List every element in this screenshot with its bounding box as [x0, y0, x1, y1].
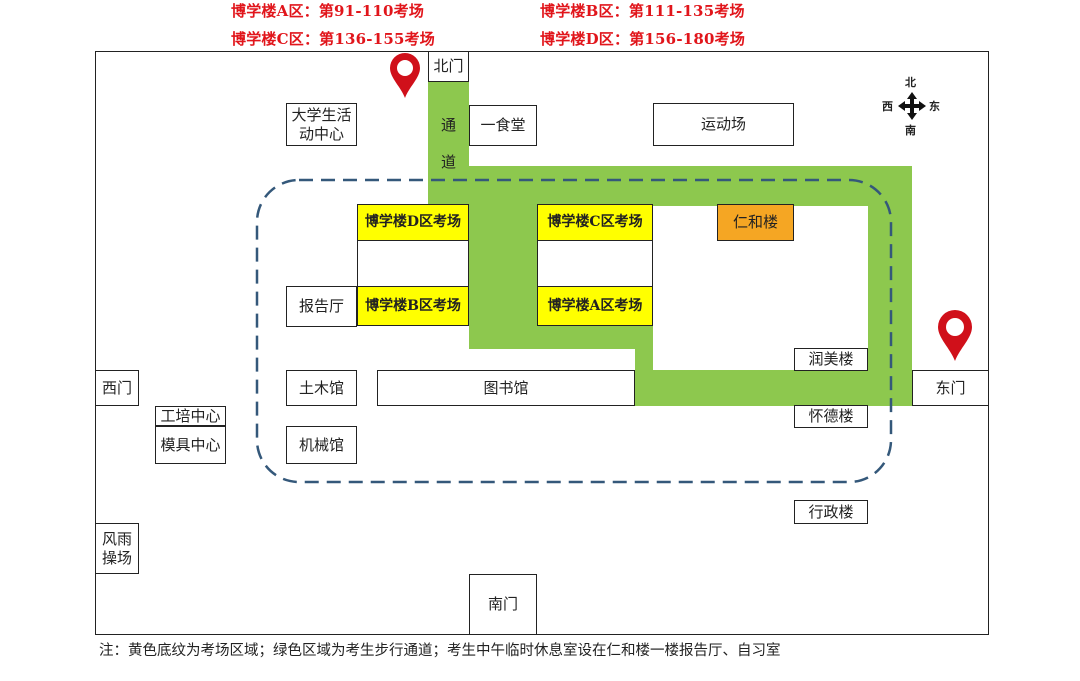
walkway-lower — [469, 326, 653, 349]
exam-boxue-b: 博学楼B区考场 — [357, 286, 469, 326]
sports-field: 运动场 — [653, 103, 794, 146]
exam-boxue-c: 博学楼C区考场 — [537, 204, 653, 241]
header-d-zone: 博学楼D区：第156-180考场 — [540, 30, 746, 48]
mould-center: 模具中心 — [155, 426, 226, 464]
passage-char-2: 道 — [441, 153, 457, 171]
huaide-building: 怀德楼 — [794, 405, 868, 428]
administration-building: 行政楼 — [794, 500, 868, 524]
canteen-one: 一食堂 — [469, 105, 537, 146]
header-c-zone: 博学楼C区：第136-155考场 — [231, 30, 435, 48]
west-gate: 西门 — [95, 370, 139, 406]
campus-map — [95, 51, 989, 635]
exam-boxue-a: 博学楼A区考场 — [537, 286, 653, 326]
header-b-zone: 博学楼B区：第111-135考场 — [540, 2, 745, 20]
exam-boxue-d: 博学楼D区考场 — [357, 204, 469, 241]
mechanical-hall: 机械馆 — [286, 426, 357, 464]
lecture-hall: 报告厅 — [286, 286, 357, 327]
legend-note: 注：黄色底纹为考场区域；绿色区域为考生步行通道；考生中午临时休息室设在仁和楼一楼… — [99, 643, 781, 659]
location-pin-icon — [938, 310, 972, 361]
civil-engineering-hall: 土木馆 — [286, 370, 357, 406]
east-gate: 东门 — [912, 370, 989, 406]
renhe-building: 仁和楼 — [717, 204, 794, 241]
walkway-top — [428, 166, 912, 206]
compass-arrows-icon — [898, 92, 926, 120]
south-gate: 南门 — [469, 574, 537, 635]
compass-north: 北 — [905, 76, 916, 89]
walkway-center — [469, 204, 537, 349]
boxue-east-wing — [537, 241, 653, 286]
indoor-playground: 风雨 操场 — [95, 523, 139, 574]
runmei-building: 润美楼 — [794, 348, 868, 371]
library: 图书馆 — [377, 370, 635, 406]
passage-char-1: 通 — [441, 116, 457, 134]
student-activity-center: 大学生活 动中心 — [286, 103, 357, 146]
location-pin-icon — [390, 53, 420, 98]
header-a-zone: 博学楼A区：第91-110考场 — [231, 2, 425, 20]
walkway-east-bottom — [635, 370, 912, 406]
boxue-west-wing — [357, 241, 469, 286]
compass-east: 东 — [929, 100, 940, 113]
north-gate: 北门 — [428, 51, 469, 82]
compass-south: 南 — [905, 124, 916, 137]
compass-west: 西 — [882, 100, 893, 113]
training-center: 工培中心 — [155, 406, 226, 426]
